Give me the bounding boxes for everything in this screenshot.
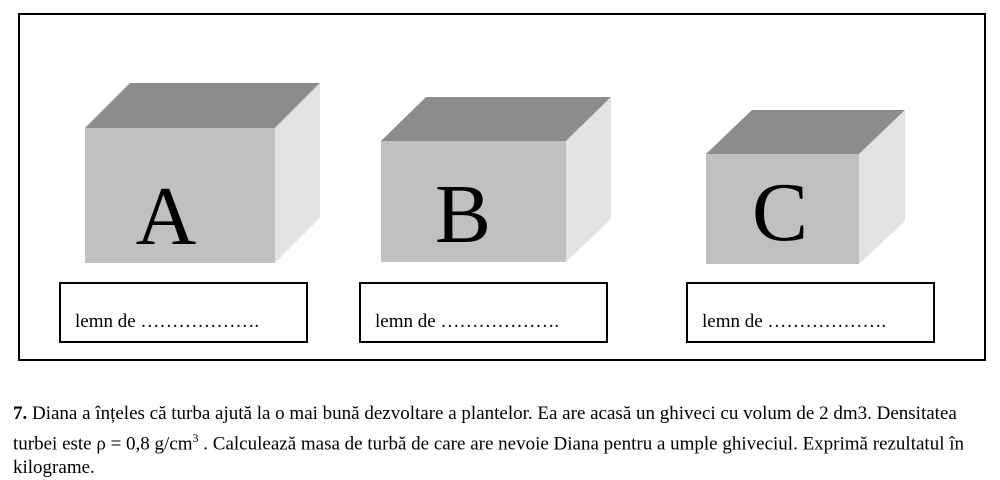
figure-frame	[18, 13, 986, 361]
cube-a: A	[85, 83, 320, 263]
cube-a-letter: A	[136, 170, 197, 263]
cube-b: B	[381, 97, 611, 262]
question-text-part2: . Calculează masa de turbă de care are n…	[13, 433, 965, 479]
question-superscript: 3	[192, 431, 199, 445]
cube-c-front-face	[706, 154, 859, 264]
cube-c: C	[706, 110, 905, 264]
cube-a-side-face	[275, 83, 320, 263]
question-number: 7.	[13, 403, 28, 424]
cube-a-label-box[interactable]: lemn de ……………….	[59, 282, 308, 343]
cube-c-side-face	[859, 110, 905, 264]
cube-b-label: lemn de ……………….	[375, 311, 560, 332]
cube-b-label-box[interactable]: lemn de ……………….	[359, 282, 608, 343]
cube-a-top-face	[85, 83, 320, 128]
cube-b-front-face	[381, 141, 566, 262]
cube-c-letter: C	[752, 166, 808, 259]
cube-c-label-box[interactable]: lemn de ……………….	[686, 282, 935, 343]
question-7: 7. Diana a înțeles că turba ajută la o m…	[13, 402, 988, 480]
cube-c-top-face	[706, 110, 905, 154]
cube-a-front-face	[85, 128, 275, 263]
cube-b-top-face	[381, 97, 611, 141]
cube-c-label: lemn de ……………….	[702, 311, 887, 332]
question-text-part1: Diana a înțeles că turba ajută la o mai …	[13, 403, 957, 455]
cube-a-label: lemn de ……………….	[75, 311, 260, 332]
cube-b-side-face	[566, 97, 611, 262]
cube-b-letter: B	[435, 168, 491, 261]
